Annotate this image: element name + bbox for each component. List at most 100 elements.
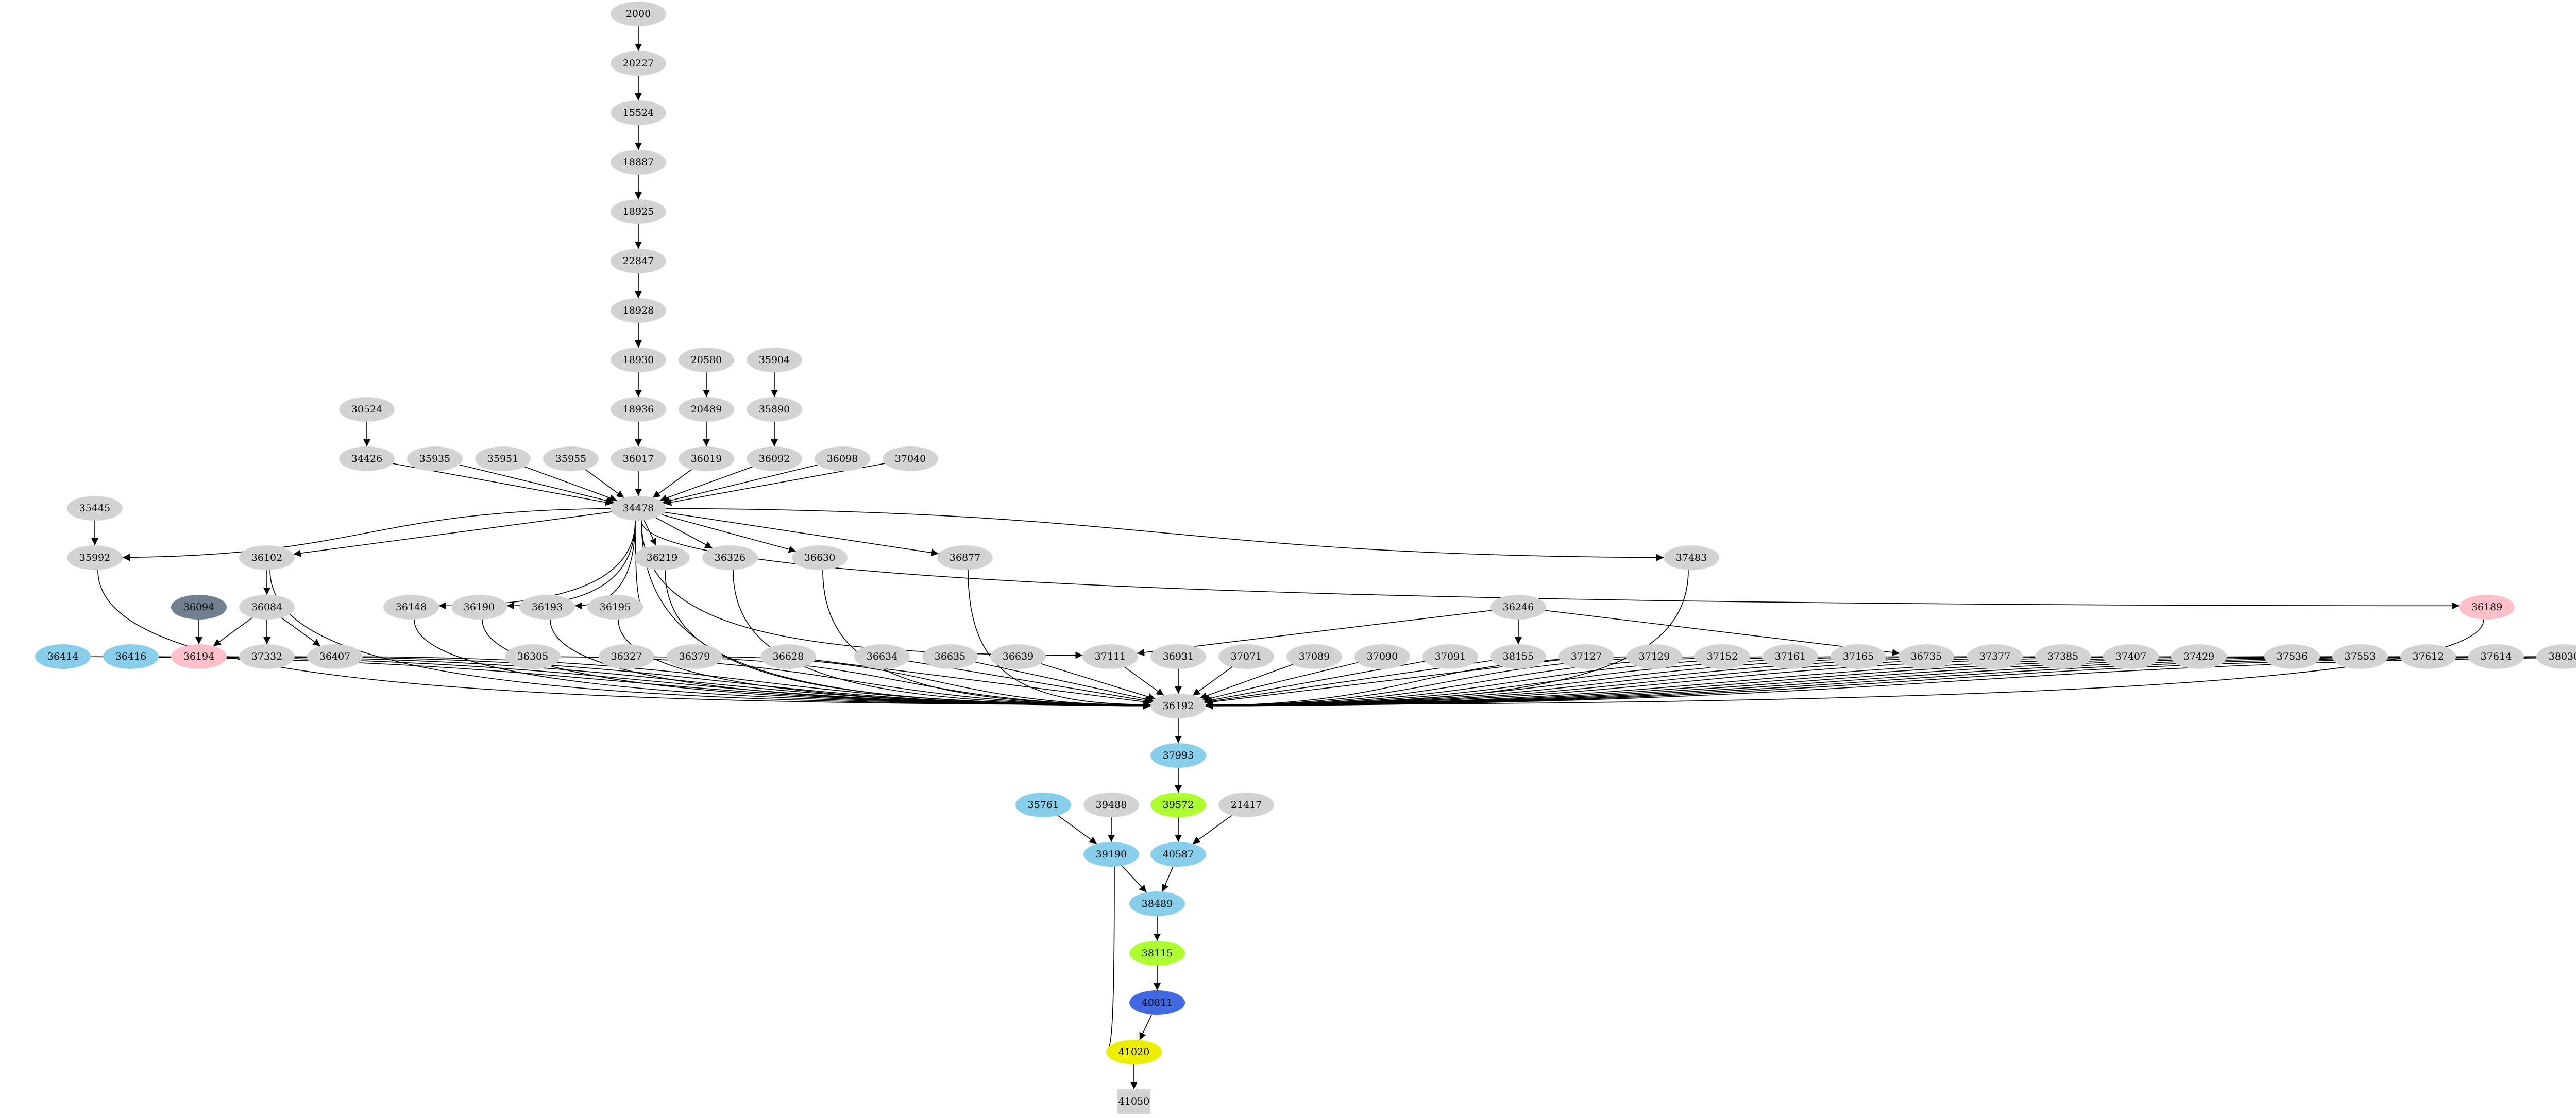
- node-20580[interactable]: 20580: [679, 348, 734, 372]
- edge-36327-36192: [654, 656, 1151, 710]
- node-label: 20580: [691, 354, 722, 366]
- node-label: 36630: [804, 552, 835, 563]
- node-36931[interactable]: 36931: [1150, 644, 1206, 669]
- node-36190[interactable]: 36190: [451, 595, 507, 620]
- node-36305[interactable]: 36305: [505, 644, 561, 669]
- node-35992[interactable]: 35992: [67, 545, 123, 570]
- node-18936[interactable]: 18936: [611, 397, 666, 422]
- node-36098[interactable]: 36098: [815, 446, 870, 471]
- node-36094[interactable]: 36094: [171, 595, 227, 620]
- node-39190[interactable]: 39190: [1083, 842, 1139, 867]
- node-37129[interactable]: 37129: [1626, 644, 1682, 669]
- node-ellipse-shape: [1490, 595, 1546, 620]
- node-37377[interactable]: 37377: [1967, 644, 2023, 669]
- node-ellipse-shape: [1899, 644, 1954, 669]
- node-37553[interactable]: 37553: [2332, 644, 2388, 669]
- node-36635[interactable]: 36635: [922, 644, 978, 669]
- node-36326[interactable]: 36326: [702, 545, 758, 570]
- node-35890[interactable]: 35890: [747, 397, 802, 422]
- node-30524[interactable]: 30524: [339, 397, 395, 422]
- node-37040[interactable]: 37040: [883, 446, 938, 471]
- node-38489[interactable]: 38489: [1129, 891, 1185, 916]
- node-ellipse-shape: [854, 644, 910, 669]
- node-37090[interactable]: 37090: [1354, 644, 1410, 669]
- node-36219[interactable]: 36219: [634, 545, 690, 570]
- node-36327[interactable]: 36327: [599, 644, 654, 669]
- node-36193[interactable]: 36193: [519, 595, 575, 620]
- node-37614[interactable]: 37614: [2468, 644, 2524, 669]
- node-36735[interactable]: 36735: [1899, 644, 1954, 669]
- node-36194[interactable]: 36194: [171, 644, 227, 669]
- node-36189[interactable]: 36189: [2459, 595, 2515, 620]
- node-40811[interactable]: 40811: [1129, 990, 1185, 1015]
- node-34478[interactable]: 34478: [611, 496, 666, 521]
- node-18930[interactable]: 18930: [611, 348, 666, 372]
- node-37111[interactable]: 37111: [1082, 644, 1138, 669]
- node-37429[interactable]: 37429: [2171, 644, 2227, 669]
- node-37385[interactable]: 37385: [2035, 644, 2091, 669]
- node-39488[interactable]: 39488: [1083, 793, 1139, 817]
- node-18925[interactable]: 18925: [611, 199, 666, 224]
- node-37332[interactable]: 37332: [239, 644, 295, 669]
- node-37612[interactable]: 37612: [2400, 644, 2456, 669]
- node-38115[interactable]: 38115: [1129, 941, 1185, 966]
- node-35951[interactable]: 35951: [475, 446, 531, 471]
- node-36628[interactable]: 36628: [760, 644, 816, 669]
- node-37152[interactable]: 37152: [1694, 644, 1750, 669]
- node-20227[interactable]: 20227: [611, 51, 666, 76]
- node-36634[interactable]: 36634: [854, 644, 910, 669]
- node-37993[interactable]: 37993: [1150, 743, 1206, 768]
- node-37483[interactable]: 37483: [1664, 545, 1719, 570]
- node-37127[interactable]: 37127: [1558, 644, 1614, 669]
- node-36084[interactable]: 36084: [239, 595, 295, 620]
- node-ellipse-shape: [2468, 644, 2524, 669]
- node-36017[interactable]: 36017: [611, 446, 666, 471]
- node-36102[interactable]: 36102: [239, 545, 295, 570]
- node-34426[interactable]: 34426: [339, 446, 395, 471]
- node-35935[interactable]: 35935: [407, 446, 463, 471]
- node-label: 36327: [611, 651, 642, 662]
- node-37536[interactable]: 37536: [2264, 644, 2320, 669]
- node-18928[interactable]: 18928: [611, 298, 666, 323]
- node-41050[interactable]: 41050: [1117, 1089, 1150, 1114]
- node-36192[interactable]: 36192: [1150, 694, 1206, 718]
- node-ellipse-shape: [611, 100, 666, 125]
- node-40587[interactable]: 40587: [1150, 842, 1206, 867]
- node-36407[interactable]: 36407: [307, 644, 363, 669]
- node-38155[interactable]: 38155: [1490, 644, 1546, 669]
- node-20489[interactable]: 20489: [679, 397, 734, 422]
- node-2000[interactable]: 2000: [611, 2, 666, 26]
- node-36148[interactable]: 36148: [383, 595, 439, 620]
- node-label: 35951: [487, 453, 518, 465]
- node-35904[interactable]: 35904: [747, 348, 802, 372]
- node-39572[interactable]: 39572: [1150, 793, 1206, 817]
- node-41020[interactable]: 41020: [1106, 1040, 1162, 1064]
- node-36416[interactable]: 36416: [103, 644, 159, 669]
- node-37165[interactable]: 37165: [1831, 644, 1886, 669]
- node-37091[interactable]: 37091: [1422, 644, 1478, 669]
- node-18887[interactable]: 18887: [611, 150, 666, 175]
- node-21417[interactable]: 21417: [1218, 793, 1274, 817]
- node-label: 36192: [1163, 700, 1194, 712]
- node-ellipse-shape: [1664, 545, 1719, 570]
- node-35445[interactable]: 35445: [67, 496, 123, 521]
- node-35955[interactable]: 35955: [543, 446, 599, 471]
- node-22847[interactable]: 22847: [611, 249, 666, 273]
- node-36630[interactable]: 36630: [792, 545, 848, 570]
- node-36019[interactable]: 36019: [679, 446, 734, 471]
- node-37407[interactable]: 37407: [2103, 644, 2159, 669]
- node-36639[interactable]: 36639: [990, 644, 1046, 669]
- node-ellipse-shape: [747, 348, 802, 372]
- node-36092[interactable]: 36092: [747, 446, 802, 471]
- node-36246[interactable]: 36246: [1490, 595, 1546, 620]
- node-36195[interactable]: 36195: [587, 595, 643, 620]
- node-38030[interactable]: 38030: [2536, 644, 2576, 669]
- node-15524[interactable]: 15524: [611, 100, 666, 125]
- node-35761[interactable]: 35761: [1015, 793, 1071, 817]
- node-37089[interactable]: 37089: [1286, 644, 1342, 669]
- node-36414[interactable]: 36414: [35, 644, 91, 669]
- node-36379[interactable]: 36379: [667, 644, 722, 669]
- node-36877[interactable]: 36877: [937, 545, 993, 570]
- node-37071[interactable]: 37071: [1218, 644, 1274, 669]
- node-37161[interactable]: 37161: [1762, 644, 1818, 669]
